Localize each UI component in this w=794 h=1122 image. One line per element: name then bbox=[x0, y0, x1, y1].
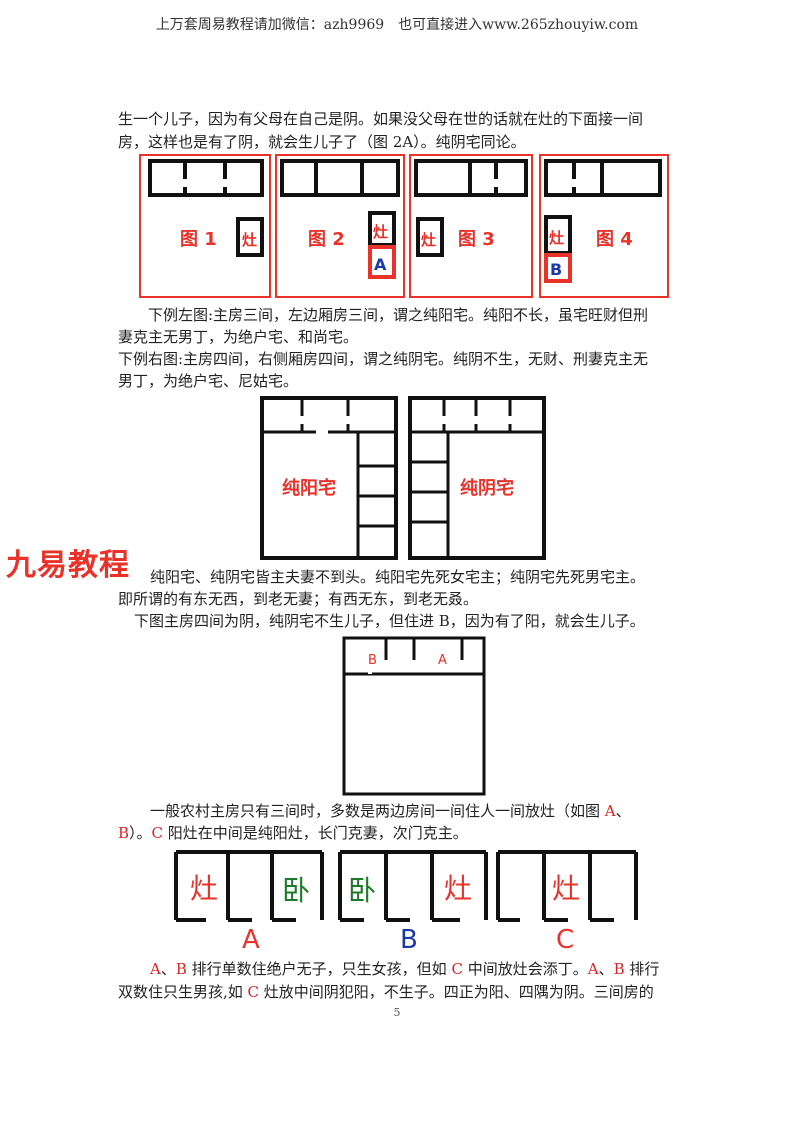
paragraph-line: B）。C 阳灶在中间是纯阳灶，长门克妻，次门克主。 bbox=[118, 824, 468, 842]
figure-1-label: 图 1 bbox=[180, 229, 217, 250]
figure-b: 卧 灶 B bbox=[338, 850, 488, 955]
paragraph-line: 男丁，为绝户宅、尼姑宅。 bbox=[118, 372, 299, 390]
figure-2: 图 2 灶 A bbox=[275, 154, 405, 298]
figure-4-label: 图 4 bbox=[596, 229, 633, 250]
figure-row-1-4: 图 1 灶 图 2 灶 A 灶 图 3 灶 B 图 4 bbox=[139, 154, 669, 298]
paragraph-line: 一般农村主房只有三间时，多数是两边房间一间住人一间放灶（如图 A、 bbox=[150, 802, 631, 820]
watermark-header: 上万套周易教程请加微信：azh9969 也可直接进入www.265zhouyiw… bbox=[155, 17, 639, 33]
figure-a-label: A bbox=[242, 925, 260, 955]
stove-label: 灶 bbox=[242, 231, 257, 249]
figure-3-label: 图 3 bbox=[458, 229, 495, 250]
paragraph-line: 下例左图:主房三间，左边厢房三间，谓之纯阳宅。纯阳不长，虽宅旺财但刑 bbox=[148, 306, 649, 324]
paragraph-line: 即所谓的有东无西，到老无妻；有西无东，到老无叒。 bbox=[118, 590, 479, 608]
room-b-label: B bbox=[368, 653, 377, 668]
page-number: 5 bbox=[393, 1006, 401, 1019]
figure-4: 灶 B 图 4 bbox=[539, 154, 669, 298]
paragraph-line: 生一个儿子，因为有父母在自己是阴。如果没父母在世的话就在灶的下面接一间 bbox=[118, 110, 644, 128]
pure-yang-house: 纯阳宅 bbox=[260, 396, 398, 560]
figure-3: 灶 图 3 bbox=[409, 154, 533, 298]
pure-yang-label: 纯阳宅 bbox=[282, 477, 336, 499]
figure-a: 灶 卧 A bbox=[174, 850, 324, 955]
stove-label: 灶 bbox=[552, 872, 580, 905]
room-b-label: B bbox=[550, 260, 562, 279]
pure-yin-label: 纯阴宅 bbox=[460, 477, 514, 499]
paragraph-line: 下例右图:主房四间，右侧厢房四间，谓之纯阴宅。纯阴不生，无财、刑妻克主无 bbox=[118, 350, 649, 368]
stove-label: 灶 bbox=[190, 872, 218, 905]
paragraph-line: 双数住只生男孩,如 C 灶放中间阴犯阳，不生子。四正为阳、四隅为阴。三间房的 bbox=[118, 983, 654, 1001]
bedroom-label: 卧 bbox=[348, 874, 376, 907]
figure-c: 灶 C bbox=[496, 850, 638, 955]
stove-label: 灶 bbox=[444, 872, 472, 905]
stove-label: 灶 bbox=[549, 229, 564, 247]
three-room-figures: 灶 卧 A 卧 灶 B 灶 C bbox=[174, 850, 638, 955]
jiuyi-logo: 九易教程 bbox=[6, 548, 130, 583]
paragraph-line: 纯阳宅、纯阴宅皆主夫妻不到头。纯阳宅先死女宅主；纯阴宅先死男宅主。 bbox=[150, 568, 646, 586]
figure-b-label: B bbox=[400, 925, 418, 955]
bedroom-label: 卧 bbox=[282, 874, 310, 907]
room-a-label: A bbox=[374, 255, 387, 274]
stove-label: 灶 bbox=[373, 223, 388, 241]
figure-c-label: C bbox=[556, 925, 574, 955]
pure-yin-house: 纯阴宅 bbox=[408, 396, 546, 560]
four-room-house-figure: B A bbox=[342, 636, 486, 796]
paragraph-line: 妻克主无男丁，为绝户宅、和尚宅。 bbox=[118, 328, 359, 346]
room-a-label: A bbox=[438, 653, 447, 668]
figure-1: 图 1 灶 bbox=[139, 154, 271, 298]
paragraph-line: A、B 排行单数住绝户无子，只生女孩，但如 C 中间放灶会添丁。A、B 排行 bbox=[150, 960, 660, 978]
paragraph-line: 房，这样也是有了阴，就会生儿子了（图 2A）。纯阴宅同论。 bbox=[118, 133, 526, 151]
pure-house-figures: 纯阳宅 纯阴宅 bbox=[260, 396, 546, 560]
stove-label: 灶 bbox=[421, 231, 436, 249]
figure-2-label: 图 2 bbox=[308, 229, 345, 250]
paragraph-line: 下图主房四间为阴，纯阴宅不生儿子，但住进 B，因为有了阳，就会生儿子。 bbox=[134, 612, 645, 630]
